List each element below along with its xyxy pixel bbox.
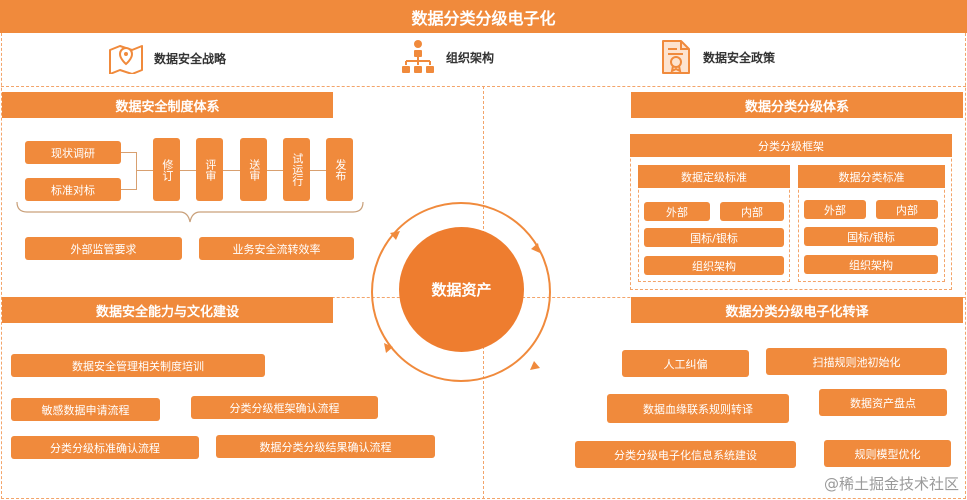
category-item: 外部 — [804, 200, 866, 219]
cycle-arrow-icon — [531, 243, 540, 253]
level-item: 组织架构 — [644, 256, 784, 275]
level-standard-title: 数据定级标准 — [638, 165, 790, 188]
process-step: 试运行 — [283, 138, 310, 201]
data-asset-circle: 数据资产 — [399, 227, 524, 352]
connector-line — [267, 170, 283, 171]
process-step: 评审 — [196, 138, 223, 201]
connector-line — [223, 170, 240, 171]
cycle-arrow-icon — [530, 361, 540, 370]
process-step-label: 修订 — [160, 158, 174, 181]
process-step-label: 发布 — [333, 158, 347, 181]
capability-header: 数据安全能力与文化建设 — [2, 297, 333, 323]
capability-item: 敏感数据申请流程 — [11, 398, 160, 421]
system-input: 现状调研 — [25, 141, 121, 164]
capability-item: 分类分级框架确认流程 — [191, 396, 378, 419]
capability-item: 分类分级标准确认流程 — [11, 436, 199, 459]
top-item-policy: 数据安全政策 — [657, 40, 775, 74]
top-item-label: 组织架构 — [446, 50, 495, 65]
org-chart-icon — [400, 40, 436, 74]
transform-header: 数据分类分级电子化转译 — [631, 297, 963, 323]
classification-header: 数据分类分级体系 — [631, 92, 963, 118]
document-seal-icon — [657, 40, 693, 74]
process-step-label: 评审 — [203, 158, 217, 181]
system-input: 标准对标 — [25, 178, 121, 201]
process-step-label: 试运行 — [290, 153, 304, 186]
connector-line — [121, 189, 136, 190]
process-step-label: 送审 — [247, 158, 261, 181]
map-icon — [108, 41, 144, 75]
system-bottom-item: 业务安全流转效率 — [199, 237, 354, 260]
top-item-organization: 组织架构 — [400, 40, 494, 74]
transform-item: 分类分级电子化信息系统建设 — [575, 441, 796, 468]
connector-line — [310, 170, 326, 171]
transform-item: 规则模型优化 — [824, 440, 951, 467]
watermark: @稀土掘金技术社区 — [823, 475, 959, 493]
category-item: 内部 — [876, 200, 938, 219]
connector-line — [121, 152, 136, 153]
cycle-ring — [371, 202, 551, 382]
category-item: 组织架构 — [804, 255, 938, 274]
level-item: 内部 — [720, 202, 784, 221]
process-step: 发布 — [326, 138, 353, 201]
transform-item: 数据血缘联系规则转译 — [607, 394, 789, 423]
category-item: 国标/银标 — [804, 227, 938, 246]
process-step: 修订 — [153, 138, 180, 201]
transform-item: 人工纠偏 — [622, 350, 749, 377]
cycle-arrow-icon — [384, 343, 393, 353]
capability-item: 数据分类分级结果确认流程 — [216, 435, 435, 458]
system-header: 数据安全制度体系 — [2, 92, 333, 118]
process-step: 送审 — [240, 138, 267, 201]
connector-line — [180, 170, 196, 171]
cycle-arrow-icon — [390, 231, 400, 240]
curly-bracket — [16, 201, 364, 223]
top-item-label: 数据安全战略 — [154, 51, 227, 66]
data-asset-label: 数据资产 — [431, 281, 492, 299]
top-item-label: 数据安全政策 — [703, 50, 776, 65]
framework-header: 分类分级框架 — [630, 134, 952, 157]
transform-item: 扫描规则池初始化 — [766, 348, 947, 375]
page-title: 数据分类分级电子化 — [0, 0, 967, 33]
connector-line — [136, 170, 153, 171]
level-item: 国标/银标 — [644, 228, 784, 247]
system-bottom-item: 外部监管要求 — [25, 237, 182, 260]
capability-item: 数据安全管理相关制度培训 — [11, 354, 265, 377]
level-item: 外部 — [644, 202, 710, 221]
transform-item: 数据资产盘点 — [819, 389, 947, 416]
top-item-strategy: 数据安全战略 — [108, 41, 226, 75]
category-standard-title: 数据分类标准 — [798, 165, 945, 188]
connector-line — [136, 152, 137, 190]
